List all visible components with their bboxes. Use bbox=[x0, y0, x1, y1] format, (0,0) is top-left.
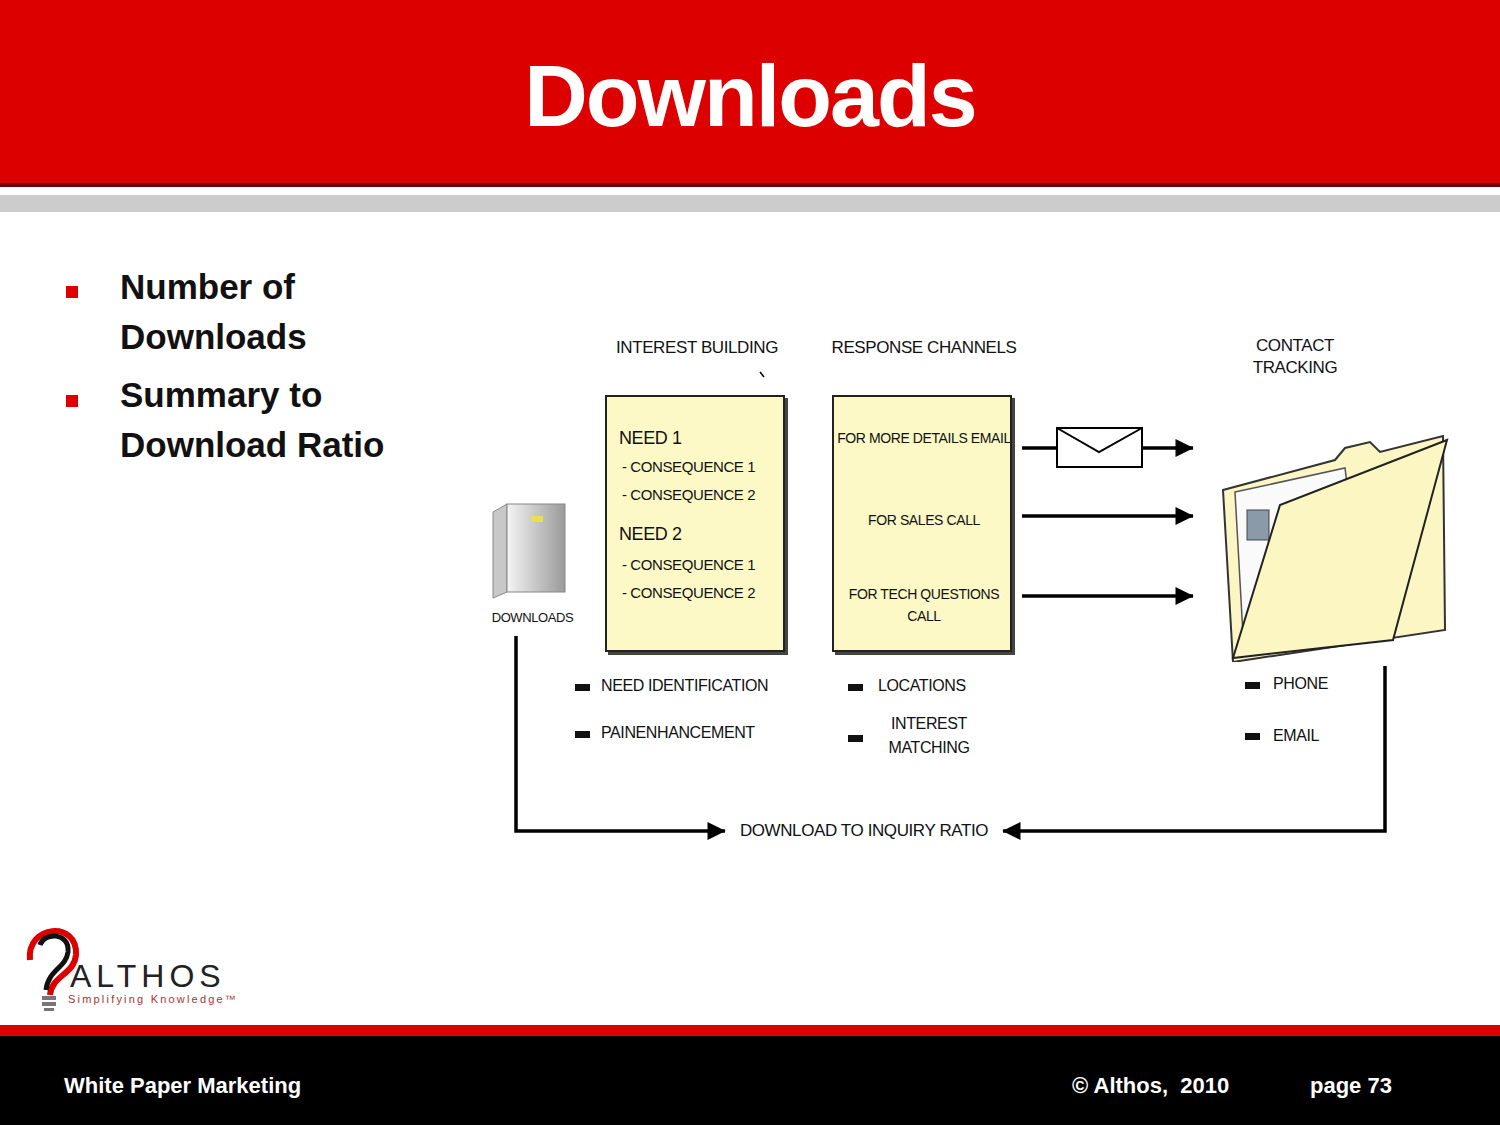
bullet-square bbox=[66, 395, 78, 407]
consequence-item: - CONSEQUENCE 1 bbox=[622, 556, 755, 573]
sub-bullet bbox=[848, 684, 863, 691]
folder-icon bbox=[1195, 430, 1452, 662]
note-item: PAINENHANCEMENT bbox=[601, 724, 755, 742]
note-item: LOCATIONS bbox=[878, 677, 966, 695]
server-side bbox=[493, 504, 507, 598]
server-icon bbox=[485, 500, 580, 610]
channel-item: FOR MORE DETAILS EMAIL bbox=[836, 427, 1012, 450]
need-heading: NEED 1 bbox=[619, 428, 682, 449]
sub-bullet bbox=[575, 731, 590, 738]
logo-wordmark: ALTHOS bbox=[70, 958, 226, 995]
consequence-item: - CONSEQUENCE 1 bbox=[622, 458, 755, 475]
sub-bullet bbox=[575, 684, 590, 691]
header-rule bbox=[0, 183, 1500, 187]
bullet-square bbox=[66, 286, 78, 298]
note-item: PHONE bbox=[1273, 675, 1328, 693]
content-box: RESPONSE CHANNELSFOR MORE DETAILS EMAILF… bbox=[832, 395, 1012, 652]
footer-rule bbox=[0, 1025, 1500, 1036]
column-heading: INTEREST BUILDING bbox=[597, 337, 797, 359]
sub-bullet bbox=[1245, 682, 1260, 689]
logo-tagline: Simplifying Knowledge™ bbox=[68, 993, 238, 1005]
server-node: DOWNLOADS bbox=[485, 500, 580, 630]
flow-arrow bbox=[1022, 594, 1193, 598]
bullet-text: Number of Downloads bbox=[120, 262, 410, 362]
channel-item: FOR TECH QUESTIONS CALL bbox=[836, 583, 1012, 627]
content-box: INTEREST BUILDINGNEED 1- CONSEQUENCE 1- … bbox=[605, 395, 785, 652]
page-title: Downloads bbox=[0, 48, 1500, 144]
note-item: NEED IDENTIFICATION bbox=[601, 677, 768, 695]
note-item: EMAIL bbox=[1273, 727, 1319, 745]
envelope-icon bbox=[1057, 428, 1142, 467]
flow-arrow bbox=[1022, 514, 1193, 518]
consequence-item: - CONSEQUENCE 2 bbox=[622, 584, 755, 601]
server-label: DOWNLOADS bbox=[475, 610, 590, 625]
bullet-text: Summary to Download Ratio bbox=[120, 370, 410, 470]
column-heading: CONTACT TRACKING bbox=[1235, 335, 1355, 379]
ratio-label: DOWNLOAD TO INQUIRY RATIO bbox=[739, 820, 989, 842]
flow-arrow bbox=[1003, 666, 1385, 831]
need-heading: NEED 2 bbox=[619, 524, 682, 545]
consequence-item: - CONSEQUENCE 2 bbox=[622, 486, 755, 503]
ratio-node: DOWNLOAD TO INQUIRY RATIO bbox=[733, 818, 995, 844]
sub-bullet bbox=[848, 735, 863, 742]
sub-bullet bbox=[1245, 733, 1260, 740]
footer-text: White Paper Marketing bbox=[64, 1073, 301, 1099]
grey-band bbox=[0, 195, 1500, 212]
server-front bbox=[507, 504, 565, 592]
footer-band bbox=[0, 1036, 1500, 1125]
stray-tick bbox=[760, 372, 764, 377]
note-item: INTEREST MATCHING bbox=[868, 712, 990, 760]
paper-stripe bbox=[1247, 510, 1269, 540]
server-light bbox=[531, 516, 543, 522]
folder-front bbox=[1233, 440, 1447, 658]
footer-text: © Althos, 2010 bbox=[1072, 1073, 1229, 1099]
column-heading: RESPONSE CHANNELS bbox=[824, 337, 1024, 359]
channel-item: FOR SALES CALL bbox=[836, 509, 1012, 532]
footer-text: page 73 bbox=[1310, 1073, 1392, 1099]
folder-node: CONTACT TRACKING bbox=[1195, 430, 1452, 662]
header-band bbox=[0, 0, 1500, 186]
